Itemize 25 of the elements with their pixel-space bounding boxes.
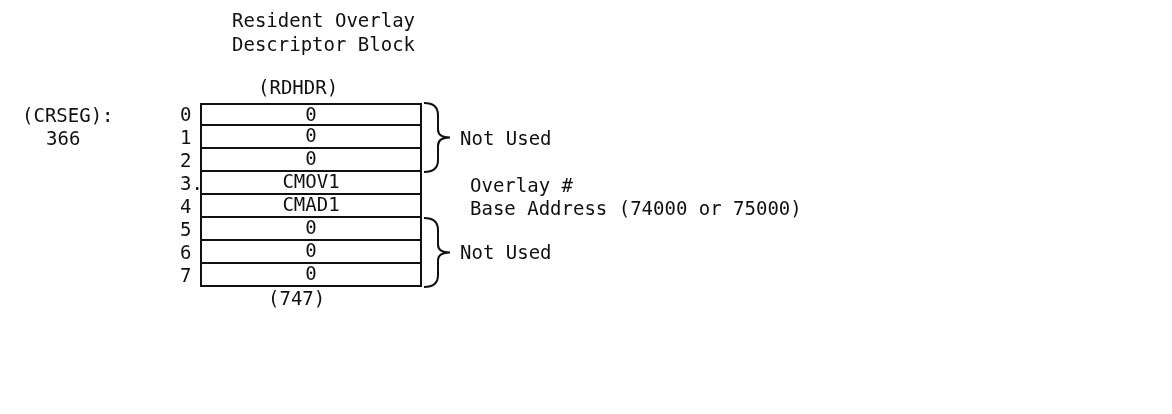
row-number: 4 [180,195,192,217]
table-note: (RDHDR) [258,76,339,98]
table-note: (747) [268,287,326,309]
table-cell: 0 [200,126,422,149]
row-number: 7 [180,264,192,286]
row-number: 3. [180,172,203,194]
side-note: Not Used [460,127,552,149]
table-title: Resident Overlay Descriptor Block [232,8,417,56]
row-number: 1 [180,126,192,148]
side-note: Not Used [460,241,552,263]
side-note: Overlay # [470,174,573,196]
table-cell: 0 [200,149,422,172]
table-cell: 0 [200,218,422,241]
row-number: 5 [180,218,192,240]
table-cell: CMOV1 [200,172,422,195]
table-cell: 0 [200,264,422,287]
row-number: 6 [180,241,192,263]
side-note: Base Address (74000 or 75000) [470,197,802,219]
row-number: 0 [180,103,192,125]
address-value: 366 [46,127,81,149]
table-cell: 0 [200,241,422,264]
row-number: 2 [180,149,192,171]
table-cell: CMAD1 [200,195,422,218]
segment-label: (CRSEG): [22,104,114,126]
table-cell: 0 [200,103,422,126]
